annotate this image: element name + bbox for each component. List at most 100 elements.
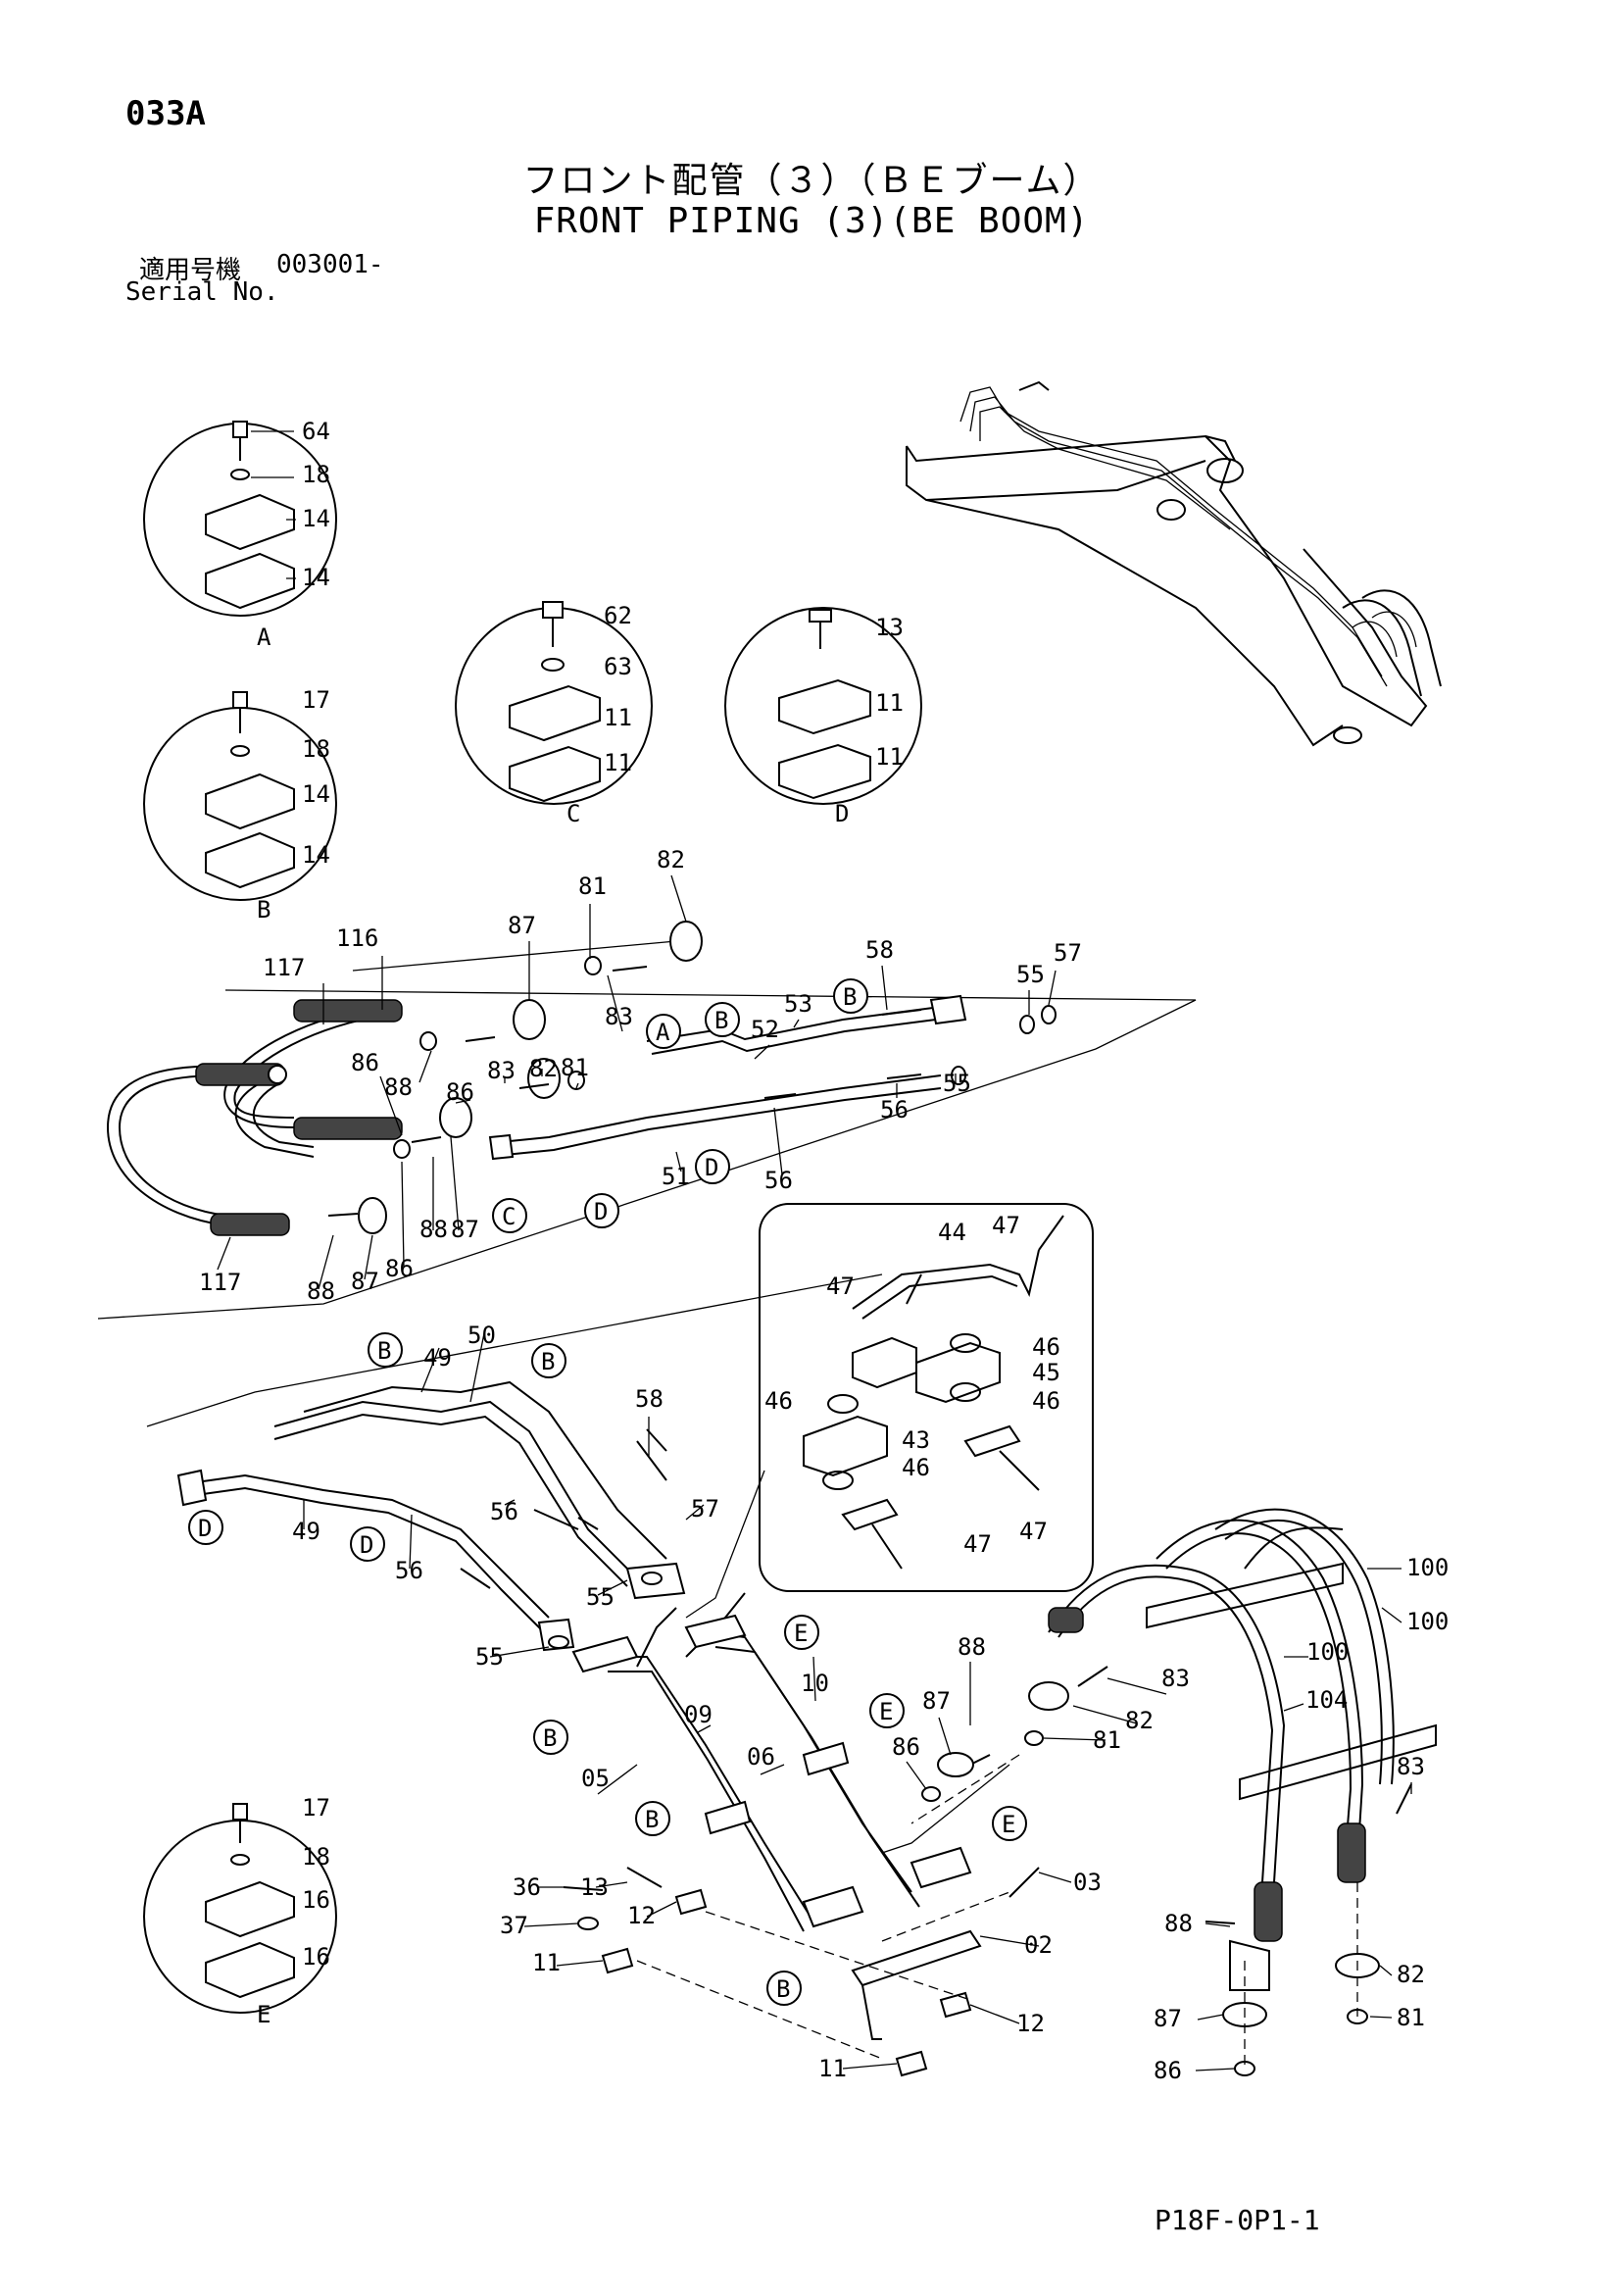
boom-overview-illustration <box>906 380 1442 747</box>
callout: 02 <box>1024 1931 1053 1959</box>
callout: 82 <box>1125 1707 1154 1734</box>
ref-marker: D <box>594 1198 608 1225</box>
ref-marker: B <box>377 1337 391 1365</box>
detail-b-part-4: 14 <box>302 841 330 869</box>
callout: 47 <box>826 1273 855 1300</box>
callout: 44 <box>938 1219 966 1246</box>
detail-c-label: C <box>566 800 580 827</box>
detail-e-part-4: 16 <box>302 1943 330 1971</box>
callout: 117 <box>199 1269 241 1296</box>
detail-b-part-3: 14 <box>302 780 330 808</box>
title-japanese: フロント配管（３）（ＢＥブーム） <box>522 161 1101 201</box>
inset-block-detail <box>759 1203 1094 1592</box>
callout: 104 <box>1305 1686 1348 1714</box>
callout: 52 <box>751 1016 779 1043</box>
reference-markers: A B B C D D B B D D E E E B B B <box>188 978 1027 2006</box>
callout: 49 <box>423 1344 452 1372</box>
callout: 56 <box>395 1557 423 1584</box>
callout: 03 <box>1073 1869 1102 1896</box>
drawing-code: P18F-0P1-1 <box>1155 2204 1320 2236</box>
callout: 11 <box>532 1949 561 1976</box>
detail-circle-e: 17 18 16 16 E <box>143 1794 337 2028</box>
callout: 45 <box>1032 1359 1060 1386</box>
callout: 13 <box>580 1873 609 1901</box>
callout: 87 <box>351 1268 379 1295</box>
serial-label-japanese: 適用号機 <box>139 256 242 285</box>
detail-circle-a: 64 18 14 14 A <box>143 418 337 651</box>
callout: 86 <box>1154 2057 1182 2084</box>
callout: 87 <box>1154 2005 1182 2032</box>
callout: 36 <box>513 1873 541 1901</box>
inset-leader-line <box>685 1470 765 1619</box>
callout: 83 <box>487 1057 516 1084</box>
callout: 87 <box>922 1687 951 1715</box>
ref-marker: B <box>843 983 857 1011</box>
callout: 55 <box>586 1583 615 1611</box>
hose-assembly-right <box>910 1508 1437 2076</box>
callout: 82 <box>529 1055 558 1082</box>
ref-marker: B <box>543 1724 557 1752</box>
detail-c-part-2: 63 <box>604 653 632 680</box>
callout: 11 <box>818 2055 847 2082</box>
detail-c-part-4: 11 <box>604 749 632 776</box>
callout: 57 <box>1054 939 1082 967</box>
ref-marker: E <box>794 1620 808 1647</box>
callout: 58 <box>635 1385 664 1413</box>
callout: 05 <box>581 1765 610 1792</box>
leader-lines <box>217 874 1412 2071</box>
callout: 12 <box>627 1902 656 1929</box>
detail-c-part-3: 11 <box>604 704 632 731</box>
detail-d-part-3: 11 <box>875 743 904 771</box>
callout: 100 <box>1306 1638 1349 1666</box>
callout: 88 <box>1164 1910 1193 1937</box>
callout: 06 <box>747 1743 775 1771</box>
page-code: 033A <box>125 94 206 133</box>
detail-b-part-2: 18 <box>302 735 330 763</box>
detail-e-part-3: 16 <box>302 1886 330 1914</box>
ref-marker: B <box>541 1348 555 1375</box>
ref-marker: B <box>645 1806 659 1833</box>
upper-piping-assembly <box>97 921 1197 1320</box>
title-english: FRONT PIPING (3)(BE BOOM) <box>533 201 1090 241</box>
callout: 86 <box>385 1255 414 1282</box>
callout: 56 <box>490 1498 518 1525</box>
ref-marker: B <box>714 1007 728 1034</box>
ref-marker: E <box>879 1698 893 1725</box>
callout: 82 <box>657 846 685 873</box>
callout: 86 <box>351 1049 379 1076</box>
detail-d-part-2: 11 <box>875 689 904 717</box>
callout: 56 <box>880 1096 909 1123</box>
callout: 87 <box>451 1216 479 1243</box>
callout: 46 <box>764 1387 793 1415</box>
callout: 116 <box>336 924 378 952</box>
callout: 100 <box>1406 1608 1449 1635</box>
detail-c-part-1: 62 <box>604 602 632 629</box>
callout: 88 <box>384 1073 413 1101</box>
detail-a-part-4: 14 <box>302 564 330 591</box>
callout: 81 <box>561 1054 589 1081</box>
callout: 55 <box>475 1643 504 1671</box>
callout: 117 <box>263 954 305 981</box>
callout: 47 <box>963 1530 992 1558</box>
detail-d-label: D <box>835 800 849 827</box>
detail-a-part-2: 18 <box>302 461 330 488</box>
callout: 46 <box>1032 1333 1060 1361</box>
detail-d-part-1: 13 <box>875 614 904 641</box>
callout: 82 <box>1397 1961 1425 1988</box>
callout: 83 <box>1161 1665 1190 1692</box>
callout: 46 <box>902 1454 930 1481</box>
callout: 83 <box>1397 1753 1425 1780</box>
ref-marker: A <box>656 1019 670 1046</box>
callout: 12 <box>1016 2010 1045 2037</box>
callout: 46 <box>1032 1387 1060 1415</box>
ref-marker: E <box>1002 1811 1015 1838</box>
detail-e-part-2: 18 <box>302 1843 330 1871</box>
callout: 87 <box>508 912 536 939</box>
detail-a-part-3: 14 <box>302 505 330 532</box>
callout: 55 <box>943 1070 971 1097</box>
callout: 56 <box>764 1167 793 1194</box>
callout: 53 <box>784 990 812 1018</box>
detail-circle-c: 62 63 11 11 C <box>455 601 653 827</box>
detail-e-label: E <box>257 2001 270 2028</box>
serial-label-english: Serial No. <box>125 277 279 307</box>
